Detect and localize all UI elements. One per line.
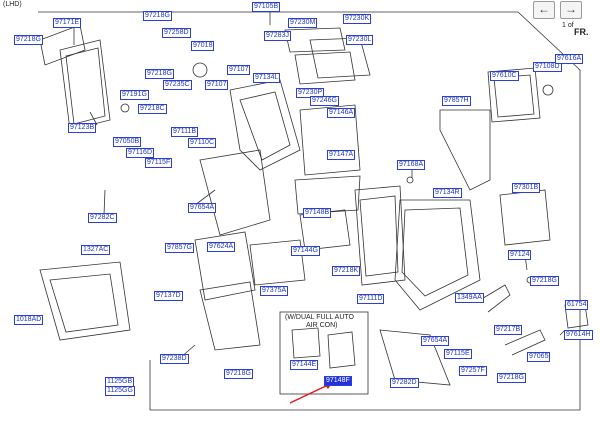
main-frame bbox=[38, 11, 581, 411]
part-label[interactable]: 1125GG bbox=[105, 386, 135, 396]
part-label[interactable]: 1349AA bbox=[455, 293, 484, 303]
part-label[interactable]: 97257F bbox=[459, 366, 487, 376]
part-label[interactable]: 97134L bbox=[253, 73, 281, 83]
part-label[interactable]: 97116D bbox=[126, 148, 155, 158]
part-label[interactable]: 97218C bbox=[138, 104, 167, 114]
part-label[interactable]: 97624A bbox=[207, 242, 236, 252]
part-label[interactable]: 97144G bbox=[291, 246, 320, 256]
part-label[interactable]: 97107 bbox=[205, 80, 229, 90]
part-label[interactable]: 97191G bbox=[120, 90, 149, 100]
part-label[interactable]: 97610C bbox=[490, 71, 519, 81]
orientation-label: (LHD) bbox=[3, 1, 22, 8]
part-label[interactable]: 97218G bbox=[497, 373, 526, 383]
inset-box bbox=[279, 311, 369, 395]
part-label[interactable]: 97115F bbox=[145, 158, 173, 168]
part-label[interactable]: 97107 bbox=[227, 65, 251, 75]
part-label[interactable]: 97108D bbox=[533, 62, 562, 72]
part-label[interactable]: 97614H bbox=[564, 330, 593, 340]
highlighted-part-label[interactable]: 97148F bbox=[324, 376, 352, 386]
inset-note-line2: AIR CON) bbox=[306, 322, 338, 329]
part-label[interactable]: 97282C bbox=[88, 213, 117, 223]
part-label[interactable]: 97246G bbox=[310, 96, 339, 106]
part-label[interactable]: 97111B bbox=[171, 127, 199, 137]
part-label[interactable]: 97218G bbox=[14, 35, 43, 45]
part-label[interactable]: 97217B bbox=[494, 325, 523, 335]
part-label[interactable]: 97230L bbox=[346, 35, 374, 45]
inset-note-line1: (W/DUAL FULL AUTO bbox=[285, 314, 354, 321]
previous-page-button[interactable]: ← bbox=[533, 1, 555, 19]
part-label[interactable]: 97301B bbox=[512, 183, 541, 193]
part-label[interactable]: 97123B bbox=[68, 123, 97, 133]
part-label[interactable]: 97258D bbox=[162, 28, 191, 38]
part-label[interactable]: 97146A bbox=[327, 108, 356, 118]
page-indicator: 1 of bbox=[562, 22, 574, 29]
part-label[interactable]: 97230K bbox=[343, 14, 372, 24]
part-label[interactable]: 97124 bbox=[508, 250, 532, 260]
next-page-button[interactable]: → bbox=[560, 1, 582, 19]
part-label[interactable]: 97050B bbox=[113, 137, 142, 147]
part-label[interactable]: 97065 bbox=[527, 352, 551, 362]
part-label[interactable]: 97654A bbox=[421, 336, 450, 346]
part-label[interactable]: 97171E bbox=[53, 18, 82, 28]
part-label[interactable]: 97218G bbox=[143, 11, 172, 21]
part-label[interactable]: 61754 bbox=[565, 300, 589, 310]
part-label[interactable]: 97282D bbox=[390, 378, 419, 388]
front-direction-label: FR. bbox=[574, 27, 589, 37]
part-label[interactable]: 97235C bbox=[163, 80, 192, 90]
part-label[interactable]: 97137D bbox=[154, 291, 183, 301]
part-label[interactable]: 97230M bbox=[288, 18, 318, 28]
part-label[interactable]: 97134R bbox=[433, 188, 462, 198]
part-label[interactable]: 97148B bbox=[303, 208, 332, 218]
part-label[interactable]: 97018 bbox=[191, 41, 215, 51]
part-label[interactable]: 97283J bbox=[264, 31, 291, 41]
part-label[interactable]: 97147A bbox=[327, 150, 356, 160]
part-label[interactable]: 97375A bbox=[260, 286, 289, 296]
part-label[interactable]: 97218G bbox=[530, 276, 559, 286]
part-label[interactable]: 97654A bbox=[188, 203, 217, 213]
part-label[interactable]: 97218G bbox=[224, 369, 253, 379]
part-label[interactable]: 97857G bbox=[165, 243, 194, 253]
part-label[interactable]: 97105B bbox=[252, 2, 281, 12]
part-label[interactable]: 1018AD bbox=[14, 315, 44, 325]
part-label[interactable]: 97168A bbox=[397, 160, 426, 170]
part-label[interactable]: 97218G bbox=[145, 69, 174, 79]
part-label[interactable]: 97115E bbox=[444, 349, 472, 359]
part-label[interactable]: 97144E bbox=[290, 360, 319, 370]
part-label[interactable]: 97218K bbox=[332, 266, 361, 276]
part-label[interactable]: 97238D bbox=[160, 354, 189, 364]
part-label[interactable]: 97857H bbox=[442, 96, 471, 106]
part-label[interactable]: 97110C bbox=[188, 138, 217, 148]
part-label[interactable]: 1327AC bbox=[81, 245, 111, 255]
part-label[interactable]: 97111D bbox=[357, 294, 385, 304]
part-label[interactable]: 97616A bbox=[555, 54, 584, 64]
pointer-arrow bbox=[289, 384, 329, 404]
